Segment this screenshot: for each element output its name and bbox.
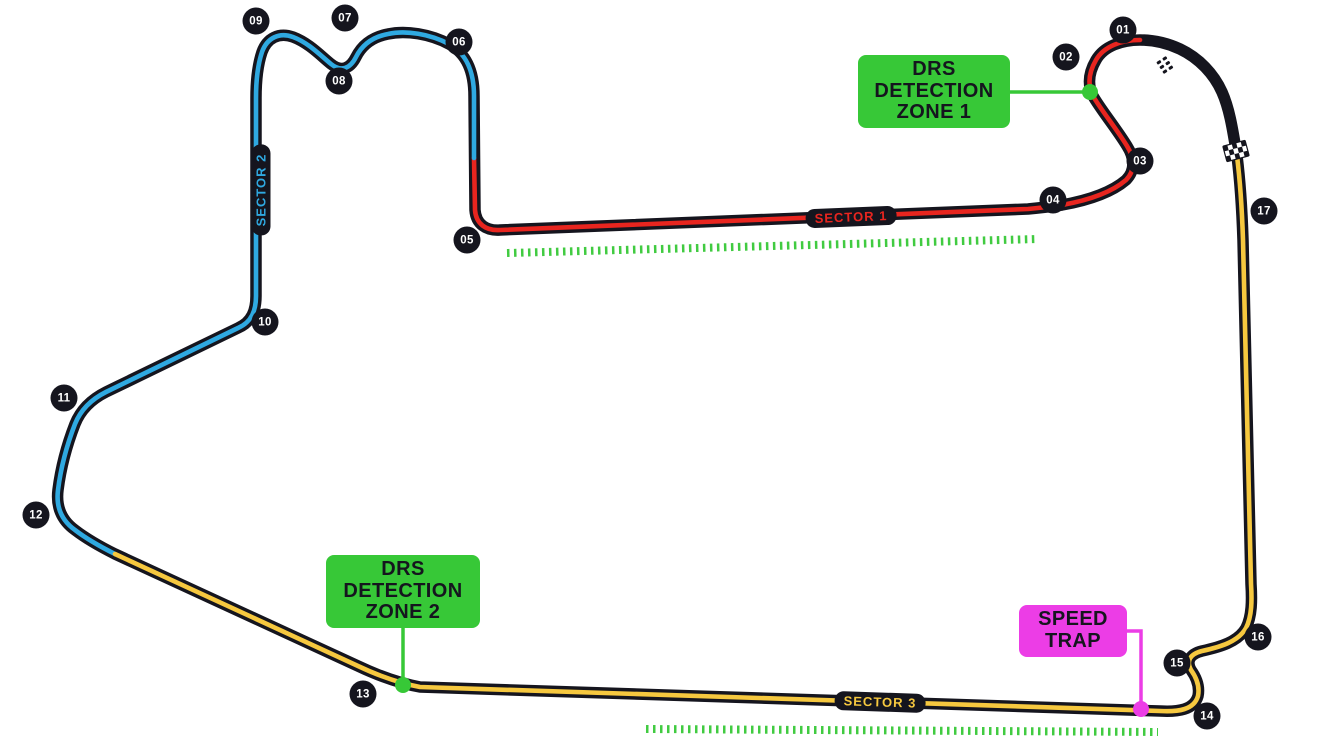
turn-marker-16: 16 [1244,623,1272,651]
label-line: DRS [912,58,956,81]
label-line: DETECTION [874,79,994,102]
label-line: SPEED [1038,608,1108,631]
turn-marker-04: 04 [1039,186,1067,214]
turn-marker-11: 11 [50,384,78,412]
drs-detection-zone-1-label: DRS DETECTION ZONE 1 [858,55,1010,128]
sector-1-label: SECTOR 1 [805,205,897,229]
speed-trap-connector [1127,629,1143,709]
turn-marker-14: 14 [1193,702,1221,730]
label-line: ZONE 1 [896,101,972,124]
turn-marker-01: 01 [1109,16,1137,44]
turn-marker-08: 08 [325,67,353,95]
turn-marker-03: 03 [1126,147,1154,175]
checkered-flag-icon [1222,139,1250,163]
sector-3-label: SECTOR 3 [834,691,926,713]
label-line: DETECTION [343,579,463,602]
drs-zone-marking-top [506,235,1039,257]
label-line: ZONE 2 [365,601,441,624]
drs-detection-zone-2-label: DRS DETECTION ZONE 2 [326,555,480,628]
sector-2-line [55,30,477,557]
starting-grid-icon [1156,56,1174,74]
turn-marker-15: 15 [1163,649,1191,677]
drs-detection-zone-2-dot [395,677,411,693]
label-line: DRS [381,558,425,581]
drs-zone-marking-bottom [645,725,1159,736]
turn-marker-02: 02 [1052,43,1080,71]
speed-trap-label: SPEED TRAP [1019,605,1127,657]
turn-marker-13: 13 [349,680,377,708]
label-line: TRAP [1044,630,1102,652]
turn-marker-12: 12 [22,501,50,529]
sector-2-label: SECTOR 2 [251,144,271,236]
turn-marker-17: 17 [1250,197,1278,225]
turn-marker-10: 10 [251,308,279,336]
turn-marker-05: 05 [453,226,481,254]
turn-marker-07: 07 [331,4,359,32]
turn-marker-06: 06 [445,28,473,56]
speed-trap-dot [1133,701,1149,717]
turn-marker-09: 09 [242,7,270,35]
drs-detection-zone-1-dot [1082,84,1098,100]
